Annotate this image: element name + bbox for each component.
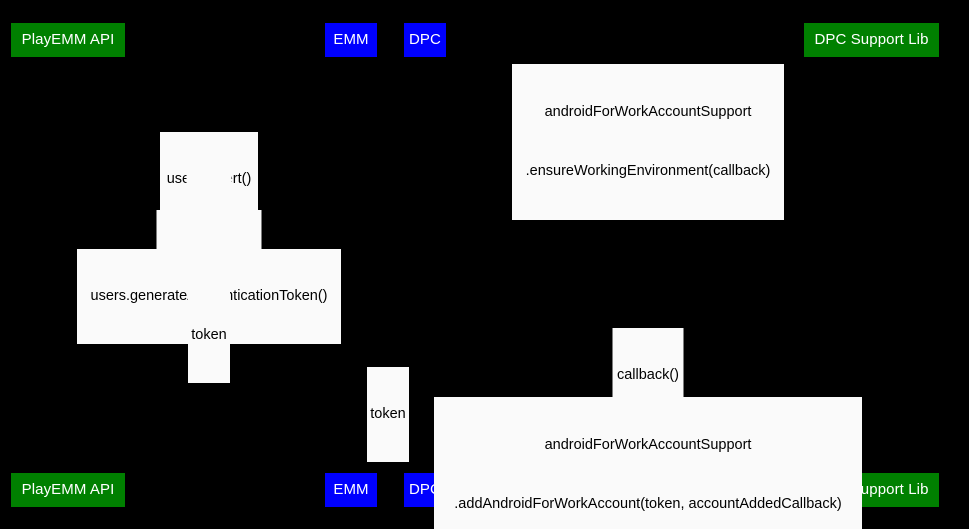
lifeline-dpc-support-lib (871, 57, 872, 473)
lifeline-emm (351, 57, 352, 473)
message-line-2: .addAndroidForWorkAccount(token, account… (454, 495, 842, 512)
message-line-1: token (370, 406, 406, 422)
participant-header-dpc[interactable]: DPC (404, 23, 446, 57)
message-label-token-to-dpc: token (367, 367, 409, 462)
participant-footer-playemm-api[interactable]: PlayEMM API (11, 473, 125, 507)
message-label-add-android-for-work-account: androidForWorkAccountSupport .addAndroid… (434, 397, 862, 529)
message-line-1: androidForWorkAccountSupport (544, 104, 752, 120)
message-line-1: androidForWorkAccountSupport (544, 437, 752, 453)
lifeline-dpc (425, 57, 426, 473)
participant-header-playemm-api[interactable]: PlayEMM API (11, 23, 125, 57)
message-line-1: callback() (616, 367, 680, 383)
message-label-ensure-working-environment: androidForWorkAccountSupport .ensureWork… (512, 64, 784, 220)
participant-header-emm[interactable]: EMM (325, 23, 377, 57)
participant-footer-emm[interactable]: EMM (325, 473, 377, 507)
participant-header-dpc-support-lib[interactable]: DPC Support Lib (804, 23, 939, 57)
lifeline-playemm-api (68, 57, 69, 473)
message-line-2: .ensureWorkingEnvironment(callback) (525, 162, 771, 179)
message-label-token-to-emm: token (188, 288, 230, 383)
message-line-1: token (191, 327, 227, 343)
